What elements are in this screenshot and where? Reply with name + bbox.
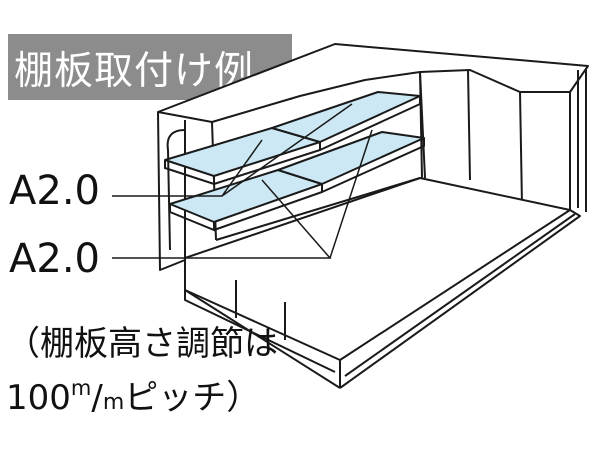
diagram-title: 棚板取付け例 <box>14 49 255 94</box>
left-post <box>157 111 186 271</box>
callout-label-lower: A2.0 <box>9 236 100 282</box>
pitch-unit-superscript: m <box>70 376 92 400</box>
pitch-tail: ピッチ） <box>124 378 261 418</box>
note-line-1: （棚板高さ調節は <box>6 324 278 364</box>
back-wall <box>419 69 571 210</box>
note-line-2: 100m/mピッチ） <box>6 370 260 419</box>
front-base <box>184 260 336 373</box>
leader-line-2 <box>112 129 373 259</box>
pitch-number: 100 <box>6 378 71 418</box>
leader-lines <box>112 103 373 259</box>
roof-outline <box>157 43 589 123</box>
pitch-slash: / <box>91 378 103 418</box>
callout-label-upper: A2.0 <box>9 168 100 214</box>
leader-line-1 <box>112 103 353 197</box>
pitch-unit: m <box>102 390 125 415</box>
